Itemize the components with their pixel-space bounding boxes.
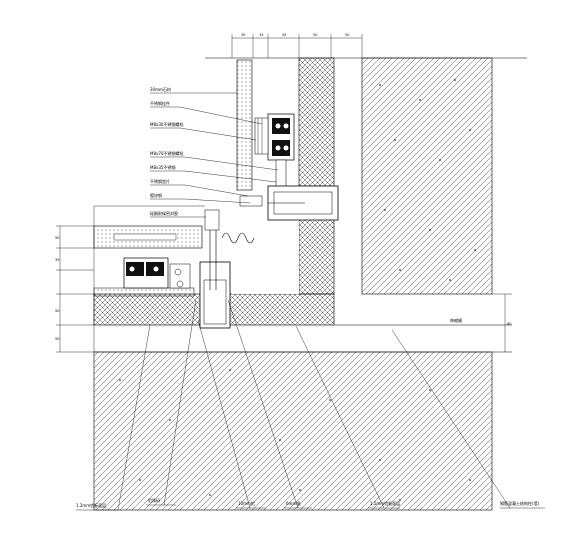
bottom-leaders [76, 299, 545, 511]
label-al-panel-12: 1.2mm铝板面层 [76, 502, 106, 508]
label-ss-washer: 不锈钢垫片 [150, 178, 170, 184]
left-dim-2: 35 [55, 258, 59, 262]
label-ss-hanger: 不锈钢挂件 [150, 100, 170, 106]
concrete-slab [93, 351, 493, 511]
insulation-upper [298, 57, 335, 187]
top-dim-4: 50 [313, 33, 317, 37]
label-al-angle: 铝角码 [148, 497, 160, 503]
upper-bracket-assembly [254, 113, 295, 191]
left-dim-4: 50 [55, 337, 59, 341]
label-galv-steel: 镀锌钢 [150, 192, 162, 198]
slab-aggregate-dots [119, 369, 471, 501]
left-dim-1: 50 [55, 236, 59, 240]
left-dim-3: 50 [55, 309, 59, 313]
concrete-column-upper [361, 57, 493, 295]
top-dim-3: 45 [282, 33, 286, 37]
mortar-layer [93, 287, 195, 297]
sealant-joint [221, 232, 255, 244]
label-bolt-8x30: M8x30不锈钢螺栓 [150, 121, 183, 127]
label-steel-6mm: 6mm钢 [286, 500, 300, 506]
left-dimension-chain: 50 35 50 50 [55, 225, 94, 353]
label-rc-column: 钢筋混凝土结构柱(墙) [500, 500, 540, 506]
lower-bracket-assembly [123, 257, 191, 289]
top-dim-1: 30 [241, 33, 245, 37]
label-sealant: 硅酮耐候密封胶 [150, 210, 178, 216]
label-al-10mm: 10mm铝 [238, 500, 255, 506]
insulation-mid [298, 217, 335, 295]
top-dimension-chain: 30 15 45 50 50 [231, 33, 363, 58]
label-ss-8x35: M8x35不锈钢 [150, 164, 175, 170]
stone-panel-vertical [236, 59, 253, 191]
right-dim: 80 [507, 322, 511, 326]
top-dim-5: 50 [345, 33, 349, 37]
gap-label: 伸缩缝 [450, 317, 462, 323]
label-stone: 30mm石材 [150, 86, 171, 92]
concrete-aggregate-dots [379, 79, 476, 281]
label-al-panel-15: 1.5mm铝板面层 [370, 500, 400, 506]
left-leaders [150, 92, 279, 218]
top-dim-2: 15 [259, 33, 263, 37]
label-bolt-8x70: M8x70不锈钢螺栓 [150, 150, 183, 156]
